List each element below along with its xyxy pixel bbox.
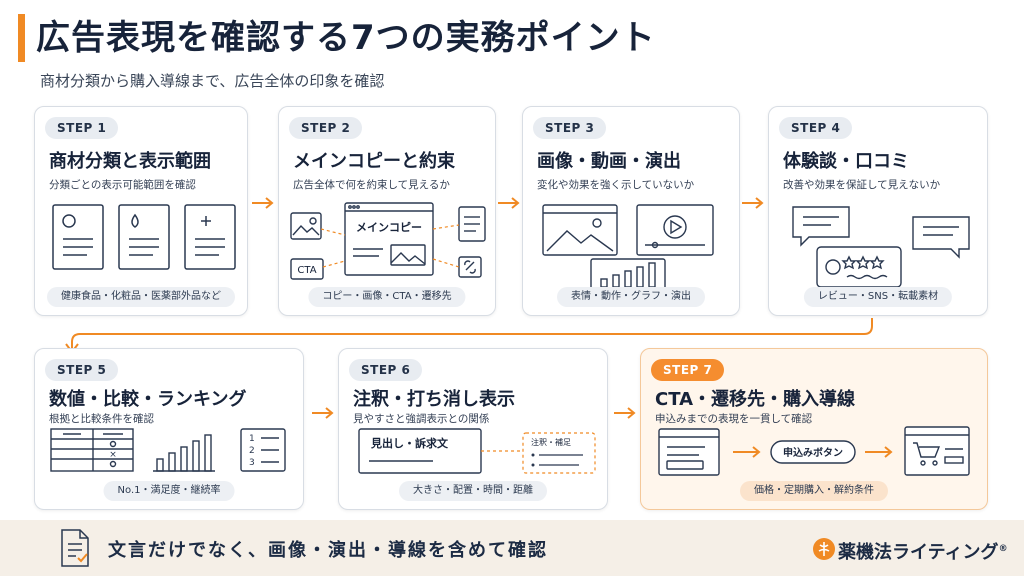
main-copy-diagram: メインコピー CTA — [290, 202, 486, 280]
cta-label: CTA — [297, 265, 316, 276]
step-6-card: STEP 6 注釈・打ち消し表示 見やすさと強調表示との関係 見出し・訴求文 注… — [338, 348, 608, 510]
arrow-right-icon — [312, 407, 334, 419]
step-badge: STEP 1 — [45, 117, 119, 139]
step-description: 見やすさと強調表示との関係 — [353, 413, 490, 425]
step-example-pill: 価格・定期購入・解約条件 — [740, 481, 888, 501]
note-label: 注釈・補足 — [531, 437, 571, 447]
step-title: 注釈・打ち消し表示 — [353, 389, 515, 410]
brand-name: 薬機法ライティング® — [838, 538, 1008, 564]
purchase-flow-diagram: 申込みボタン — [658, 426, 970, 476]
brand-registered-mark: ® — [998, 544, 1008, 554]
list-number: 3 — [249, 458, 255, 468]
step-example-pill: No.1・満足度・継続率 — [103, 481, 235, 501]
annotation-diagram: 見出し・訴求文 注釈・補足 — [358, 428, 596, 474]
step-description: 変化や効果を強く示していないか — [537, 179, 695, 191]
step-description: 分類ごとの表示可能範囲を確認 — [49, 179, 196, 191]
arrow-right-icon — [614, 407, 636, 419]
brand-text: 薬機法ライティング — [838, 542, 999, 563]
step-2-card: STEP 2 メインコピーと約束 広告全体で何を約束して見えるか メインコピー … — [278, 106, 496, 316]
speech-bubble-icon — [792, 206, 970, 288]
arrow-right-icon — [252, 197, 274, 209]
step-description: 改善や効果を保証して見えないか — [783, 179, 941, 191]
step-3-card: STEP 3 画像・動画・演出 変化や効果を強く示していないか 表情・動作・グラ… — [522, 106, 740, 316]
headline-label: 見出し・訴求文 — [370, 436, 449, 450]
step-example-pill: 表情・動作・グラフ・演出 — [557, 287, 705, 307]
list-number: 2 — [249, 446, 255, 456]
step-badge: STEP 7 — [651, 359, 725, 381]
step-title: メインコピーと約束 — [293, 151, 455, 172]
table-icon: × 1 2 3 — [50, 428, 286, 472]
document-icon — [52, 204, 236, 270]
step-badge: STEP 3 — [533, 117, 607, 139]
step-title: CTA・遷移先・購入導線 — [655, 389, 856, 410]
main-copy-label: メインコピー — [356, 221, 422, 234]
apply-button-label: 申込みボタン — [783, 446, 843, 459]
checklist-document-icon — [61, 529, 89, 567]
step-badge: STEP 2 — [289, 117, 363, 139]
step-5-card: STEP 5 数値・比較・ランキング 根拠と比較条件を確認 × 1 2 3 No… — [34, 348, 304, 510]
arrow-right-icon — [742, 197, 764, 209]
step-title: 画像・動画・演出 — [537, 151, 681, 172]
step-badge: STEP 4 — [779, 117, 853, 139]
step-example-pill: 健康食品・化粧品・医薬部外品など — [47, 287, 235, 307]
page-title: 広告表現を確認する7つの実務ポイント — [36, 18, 656, 58]
step-example-pill: 大きさ・配置・時間・距離 — [399, 481, 547, 501]
footer-message: 文言だけでなく、画像・演出・導線を含めて確認 — [108, 540, 548, 561]
step-title: 商材分類と表示範囲 — [49, 151, 211, 172]
title-accent-bar — [18, 14, 25, 62]
step-1-card: STEP 1 商材分類と表示範囲 分類ごとの表示可能範囲を確認 健康食品・化粧品… — [34, 106, 248, 316]
step-4-card: STEP 4 体験談・口コミ 改善や効果を保証して見えないか レビュー・SNS・… — [768, 106, 988, 316]
arrow-right-icon — [498, 197, 520, 209]
image-video-icon — [542, 204, 714, 290]
brand-logo-icon — [813, 538, 835, 560]
list-number: 1 — [249, 434, 255, 444]
step-badge: STEP 6 — [349, 359, 423, 381]
page-subtitle: 商材分類から購入導線まで、広告全体の印象を確認 — [40, 72, 385, 90]
footer-band — [0, 520, 1024, 576]
step-title: 数値・比較・ランキング — [49, 389, 247, 410]
step-description: 根拠と比較条件を確認 — [49, 413, 154, 425]
x-mark: × — [109, 450, 117, 460]
step-7-card: STEP 7 CTA・遷移先・購入導線 申込みまでの表現を一貫して確認 申込みボ… — [640, 348, 988, 510]
step-description: 広告全体で何を約束して見えるか — [293, 179, 450, 191]
step-description: 申込みまでの表現を一貫して確認 — [655, 413, 813, 425]
step-example-pill: コピー・画像・CTA・遷移先 — [308, 287, 466, 307]
step-badge: STEP 5 — [45, 359, 119, 381]
step-title: 体験談・口コミ — [783, 151, 909, 172]
step-example-pill: レビュー・SNS・転載素材 — [803, 287, 953, 307]
